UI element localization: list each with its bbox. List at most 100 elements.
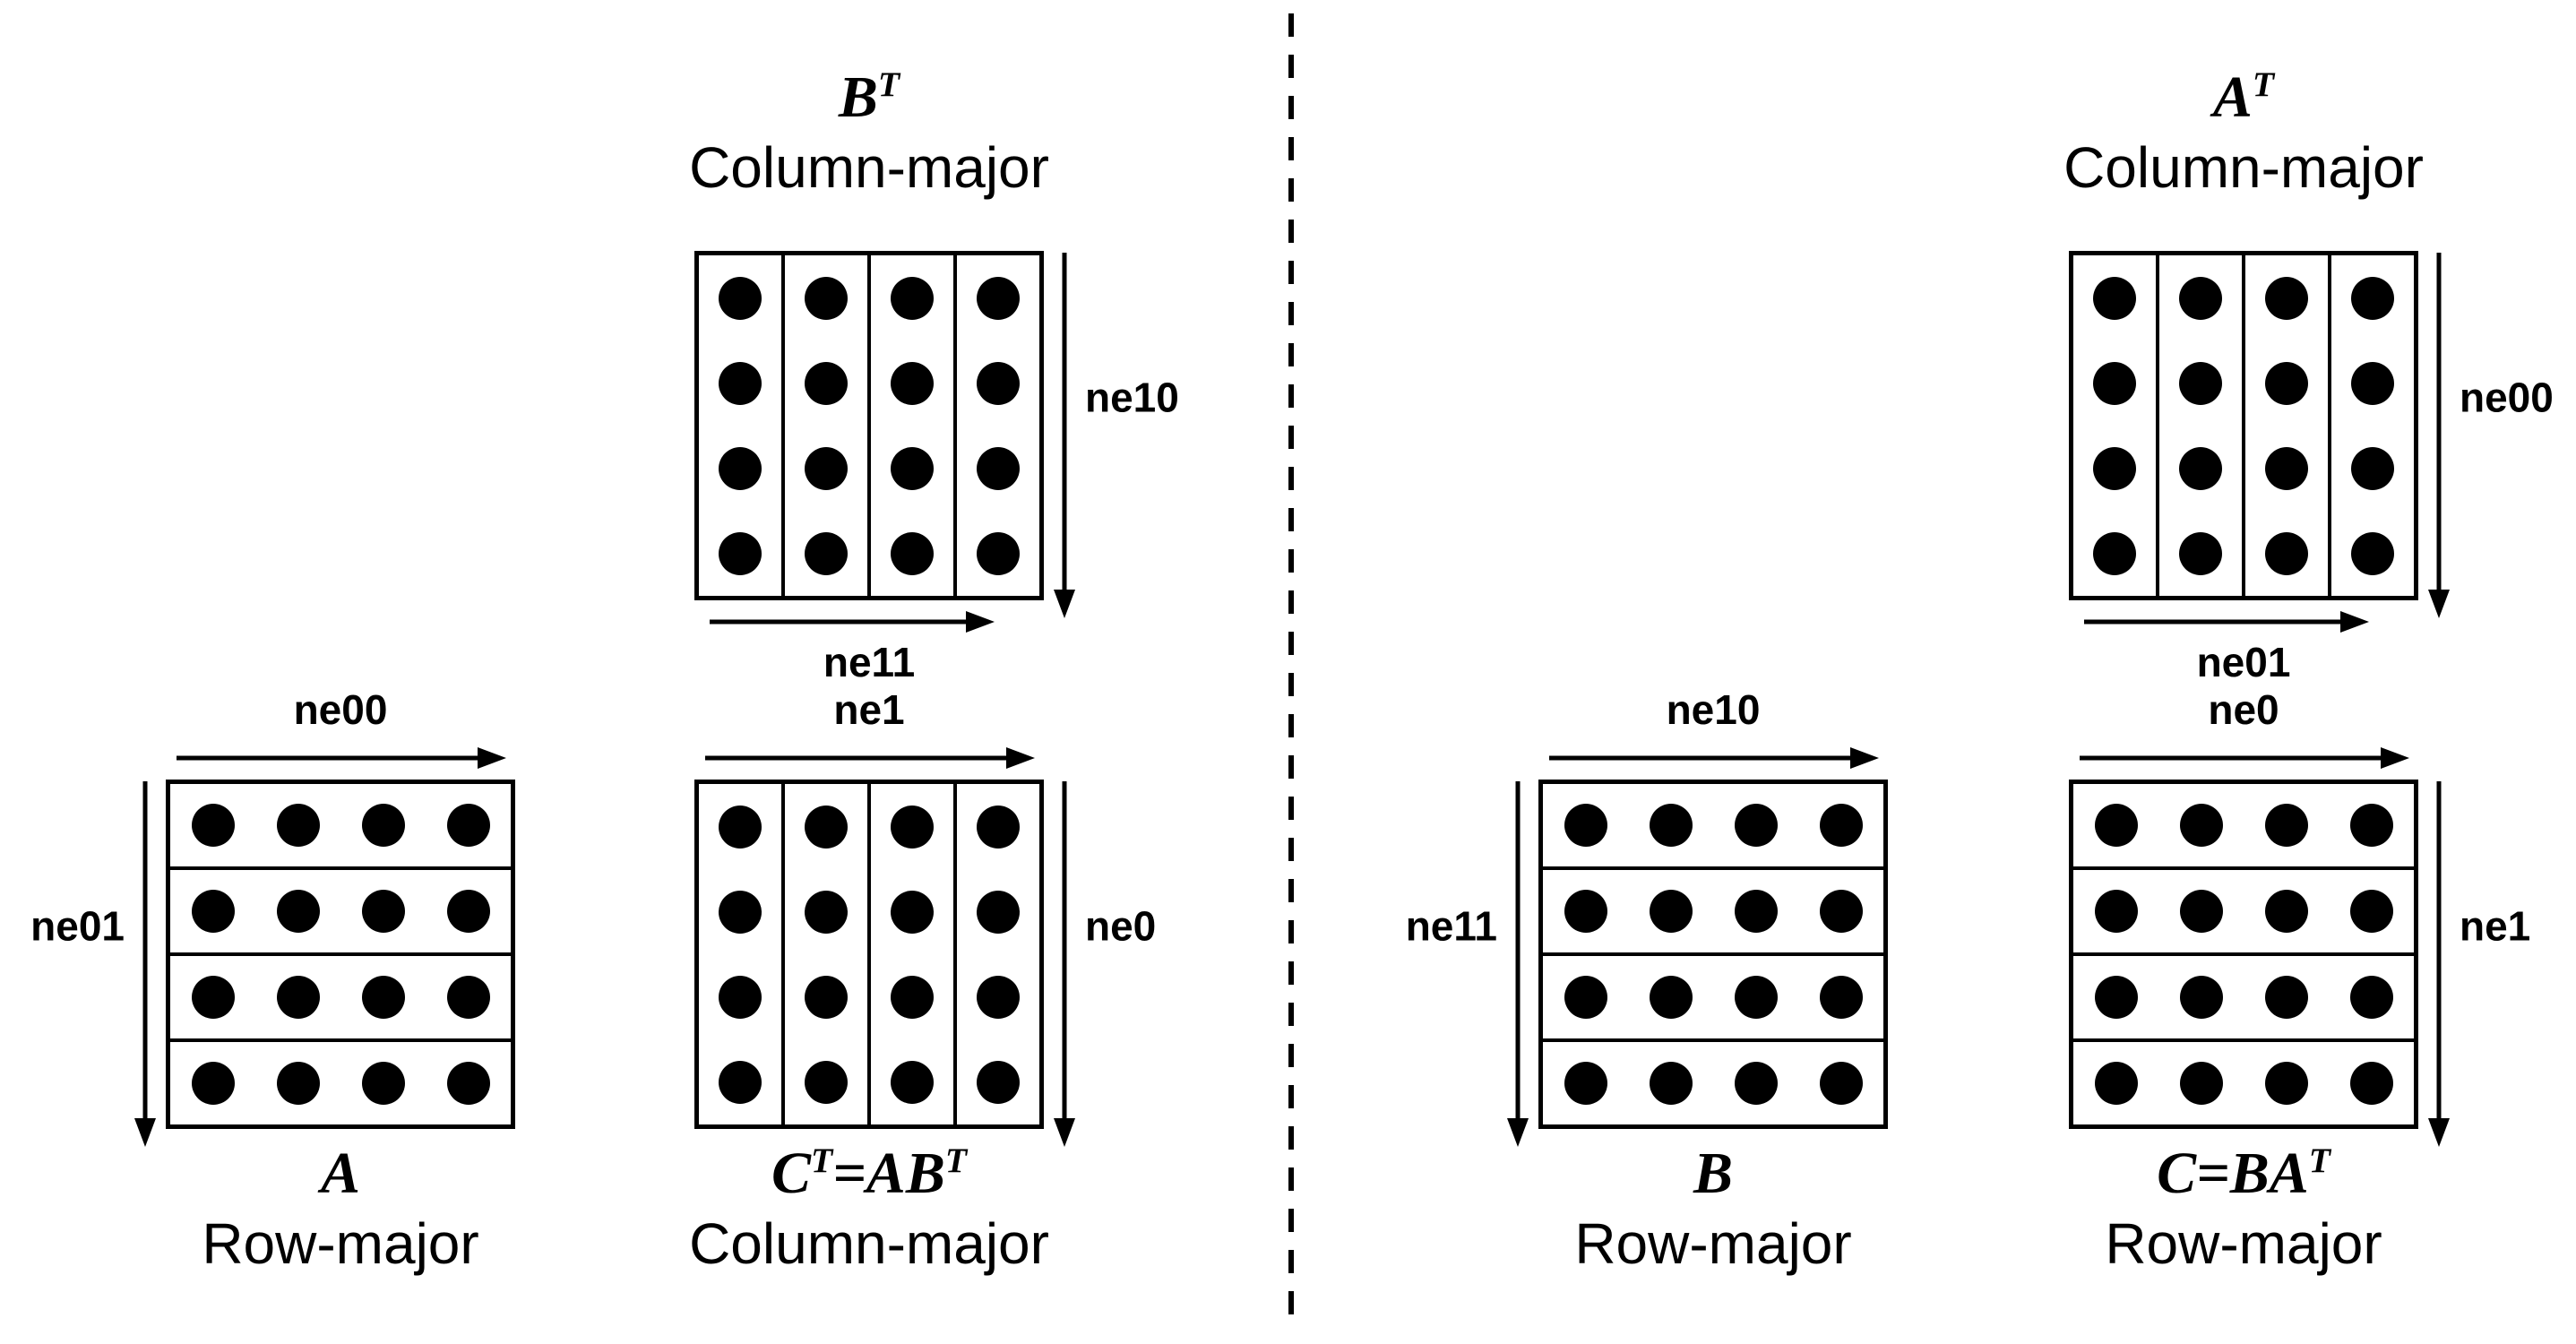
- matrix-dot: [361, 1062, 405, 1105]
- matrix-dot: [719, 805, 762, 849]
- ne0-label: ne0: [1085, 902, 1157, 950]
- matrix-dot: [977, 890, 1020, 934]
- matrix-dot: [191, 890, 235, 933]
- matrix-dot: [2264, 890, 2308, 933]
- matrix-dot: [1819, 976, 1863, 1019]
- matrix-dot: [2179, 976, 2223, 1019]
- matrix-dot: [276, 804, 320, 847]
- matrix-b-caption: B Row-major: [1574, 1141, 1851, 1275]
- matrix-c-layout: Row-major: [2105, 1210, 2382, 1276]
- ne00-arrow-down-icon: [2428, 253, 2450, 618]
- matrix-dot: [891, 1060, 934, 1104]
- matrix-c-grid: [2069, 780, 2418, 1129]
- matrix-dot: [2179, 446, 2222, 490]
- matrix-dot: [2094, 804, 2138, 847]
- matrix-a-name: A: [320, 1141, 361, 1206]
- matrix-cell: [2073, 1042, 2414, 1124]
- matrix-cell: [699, 255, 785, 596]
- matrix-ct-caption: CT=ABT Column-major: [689, 1141, 1049, 1275]
- matrix-dot: [805, 276, 848, 320]
- ne0-arrow-right-icon: [2080, 747, 2409, 769]
- matrix-dot: [2265, 361, 2308, 405]
- matrix-dot: [2351, 531, 2394, 575]
- ne10-arrow-right-icon: [1549, 747, 1879, 769]
- matrix-dot: [361, 976, 405, 1019]
- ne11-label: ne11: [823, 639, 916, 685]
- matrix-cell: [170, 870, 511, 956]
- matrix-at-grid: [2069, 251, 2418, 600]
- matrix-dot: [2094, 890, 2138, 933]
- matrix-dot: [2179, 531, 2222, 575]
- matrix-dot: [977, 805, 1020, 849]
- matrix-dot: [1564, 804, 1607, 847]
- matrix-dot: [719, 1060, 762, 1104]
- matrix-cell: [2073, 956, 2414, 1042]
- matrix-dot: [191, 976, 235, 1019]
- matrix-cell: [957, 784, 1039, 1124]
- matrix-cell: [871, 255, 957, 596]
- matrix-dot: [1734, 890, 1778, 933]
- ne01-arrow-right-icon: [2084, 611, 2369, 633]
- matrix-a-unit: ne00 ne01 A Row-major: [30, 687, 515, 1275]
- ne00-arrow-right-icon: [177, 747, 506, 769]
- matrix-dot: [446, 976, 490, 1019]
- matrix-cell: [1543, 784, 1883, 870]
- matrix-cell: [699, 784, 785, 1124]
- matrix-cell: [2073, 784, 2414, 870]
- matrix-dot: [2264, 976, 2308, 1019]
- matrix-dot: [446, 804, 490, 847]
- matrix-cell: [170, 1042, 511, 1124]
- matrix-c-unit: ne0 ne1 C=BAT Row-major: [2069, 687, 2530, 1275]
- matrix-dot: [2179, 276, 2222, 320]
- matrix-dot: [2179, 361, 2222, 405]
- matrix-dot: [1819, 804, 1863, 847]
- matrix-dot: [446, 890, 490, 933]
- matrix-dot: [191, 1062, 235, 1105]
- ne11-arrow-down-icon: [1507, 781, 1529, 1147]
- matrix-ct-unit: ne1 ne0 CT=ABT Column-major: [689, 687, 1156, 1275]
- matrix-at-unit: AT Column-major ne00 ne01: [2063, 65, 2554, 685]
- matrix-dot: [891, 890, 934, 934]
- ne01-label: ne01: [30, 902, 125, 950]
- matrix-dot: [977, 276, 1020, 320]
- matrix-dot: [719, 361, 762, 405]
- matrix-dot: [977, 361, 1020, 405]
- matrix-b-grid: [1538, 780, 1888, 1129]
- matrix-dot: [977, 1060, 1020, 1104]
- matrix-dot: [891, 446, 934, 490]
- matrix-dot: [2179, 804, 2223, 847]
- matrix-at-name: AT: [2212, 65, 2275, 131]
- matrix-at-caption: AT Column-major: [2063, 65, 2424, 199]
- matrix-dot: [891, 975, 934, 1019]
- matrix-dot: [2093, 531, 2136, 575]
- ne0-arrow-down-icon: [1054, 781, 1075, 1147]
- matrix-cell: [2331, 255, 2414, 596]
- matrix-b-unit: ne10 ne11 B Row-major: [1406, 687, 1888, 1275]
- matrix-cell: [871, 784, 957, 1124]
- matrix-dot: [2093, 446, 2136, 490]
- matrix-cell: [1543, 870, 1883, 956]
- matrix-dot: [1649, 804, 1693, 847]
- matrix-cell: [170, 956, 511, 1042]
- matrix-dot: [2179, 890, 2223, 933]
- matrix-a-caption: A Row-major: [202, 1141, 479, 1276]
- matrix-a-layout: Row-major: [202, 1210, 479, 1276]
- matrix-dot: [361, 890, 405, 933]
- matrix-bt-unit: BT Column-major ne10 ne11: [689, 65, 1179, 685]
- matrix-dot: [276, 890, 320, 933]
- matrix-dot: [805, 361, 848, 405]
- matrix-dot: [891, 361, 934, 405]
- matrix-dot: [1734, 1062, 1778, 1105]
- matrix-a-grid: [166, 780, 515, 1129]
- matrix-dot: [1734, 976, 1778, 1019]
- matrix-dot: [719, 446, 762, 490]
- matrix-dot: [2094, 1062, 2138, 1105]
- matrix-dot: [2351, 361, 2394, 405]
- matrix-dot: [276, 976, 320, 1019]
- matrix-bt-caption: BT Column-major: [689, 65, 1049, 199]
- ne01-bottom-label: ne01: [2196, 639, 2291, 685]
- matrix-at-layout: Column-major: [2063, 134, 2424, 200]
- matrix-dot: [1564, 976, 1607, 1019]
- matrix-dot: [977, 975, 1020, 1019]
